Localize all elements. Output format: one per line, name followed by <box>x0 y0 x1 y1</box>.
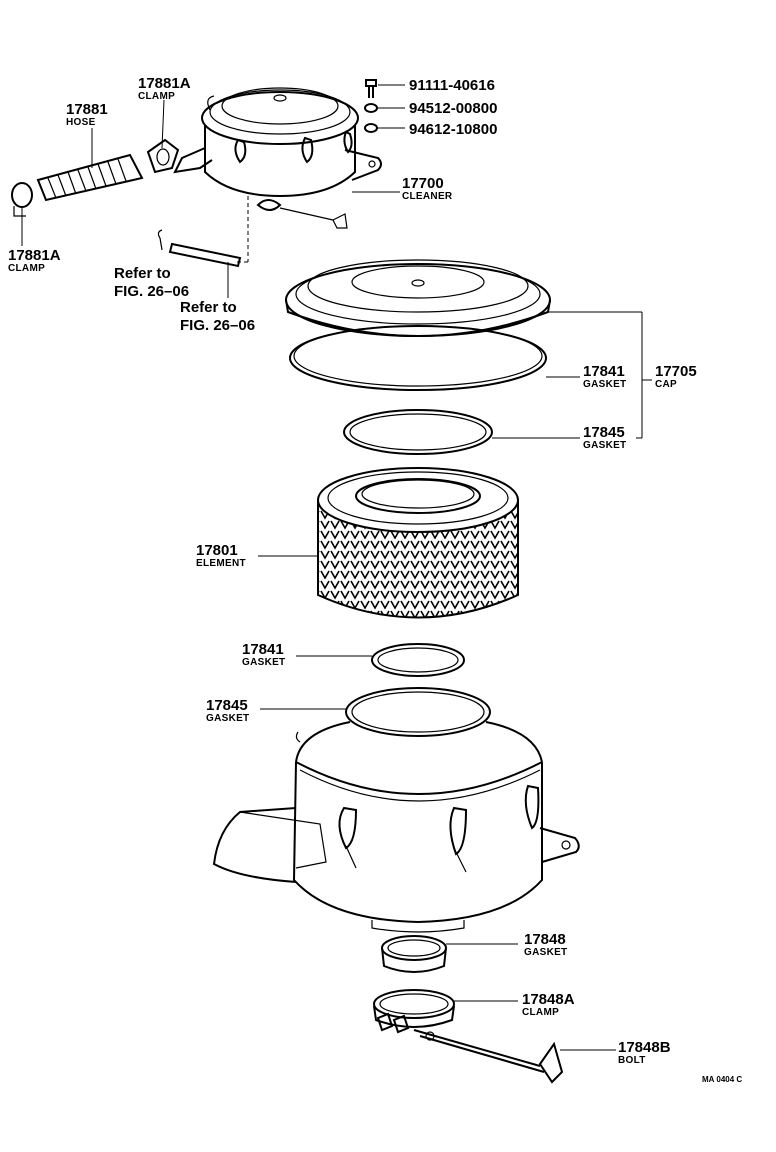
part-name-17841-top: GASKET <box>583 379 626 390</box>
part-name-17848B: BOLT <box>618 1055 646 1066</box>
part-number-17881A-left: 17881A <box>8 247 61 264</box>
part-number-17848: 17848 <box>524 931 566 948</box>
part-name-17848: GASKET <box>524 947 567 958</box>
part-name-17845-mid: GASKET <box>206 713 249 724</box>
part-number-94512: 94512-00800 <box>409 100 497 117</box>
gasket-17848 <box>381 935 447 973</box>
part-number-17801: 17801 <box>196 542 238 559</box>
part-name-17841-mid: GASKET <box>242 657 285 668</box>
gasket-17845-lower <box>345 687 491 737</box>
part-number-17848B: 17848B <box>618 1039 671 1056</box>
part-name-17881: HOSE <box>66 117 96 128</box>
refer-line1-a: Refer to <box>114 265 171 282</box>
gasket-17841-lower <box>371 643 465 677</box>
refer-line2-a: FIG. 26–06 <box>114 283 189 300</box>
filter-element <box>317 467 519 619</box>
part-name-17845-top: GASKET <box>583 440 626 451</box>
part-name-17881A-top: CLAMP <box>138 91 175 102</box>
part-number-17841-top: 17841 <box>583 363 625 380</box>
cap-assembly <box>285 259 551 337</box>
part-name-17848A: CLAMP <box>522 1007 559 1018</box>
refer-line2-b: FIG. 26–06 <box>180 317 255 334</box>
bolt-17848B <box>413 1029 564 1084</box>
pin-refer <box>157 229 242 268</box>
gasket-17845-upper <box>343 409 493 455</box>
part-number-17700: 17700 <box>402 175 444 192</box>
part-number-17705: 17705 <box>655 363 697 380</box>
leader-lines <box>21 99 652 1051</box>
part-name-17881A-left: CLAMP <box>8 263 45 274</box>
labels: 91111-40616 94512-00800 94612-10800 1788… <box>8 75 742 1084</box>
part-name-17700: CLEANER <box>402 191 453 202</box>
part-number-17841-mid: 17841 <box>242 641 284 658</box>
part-number-17845-top: 17845 <box>583 424 625 441</box>
part-number-17848A: 17848A <box>522 991 575 1008</box>
hose-assembly <box>11 138 180 217</box>
part-name-17801: ELEMENT <box>196 558 246 569</box>
part-number-17881: 17881 <box>66 101 108 118</box>
lower-housing <box>212 721 580 933</box>
part-name-17705: CAP <box>655 379 677 390</box>
clamp-17848A <box>373 989 455 1034</box>
refer-line1-b: Refer to <box>180 299 237 316</box>
part-number-17845-mid: 17845 <box>206 697 248 714</box>
top-fasteners <box>364 79 405 133</box>
part-number-17881A-top: 17881A <box>138 75 191 92</box>
part-number-91111: 91111-40616 <box>409 77 495 94</box>
part-number-94612: 94612-10800 <box>409 121 497 138</box>
cleaner-assembly <box>173 87 382 263</box>
drawing-code: MA 0404 C <box>702 1075 742 1084</box>
